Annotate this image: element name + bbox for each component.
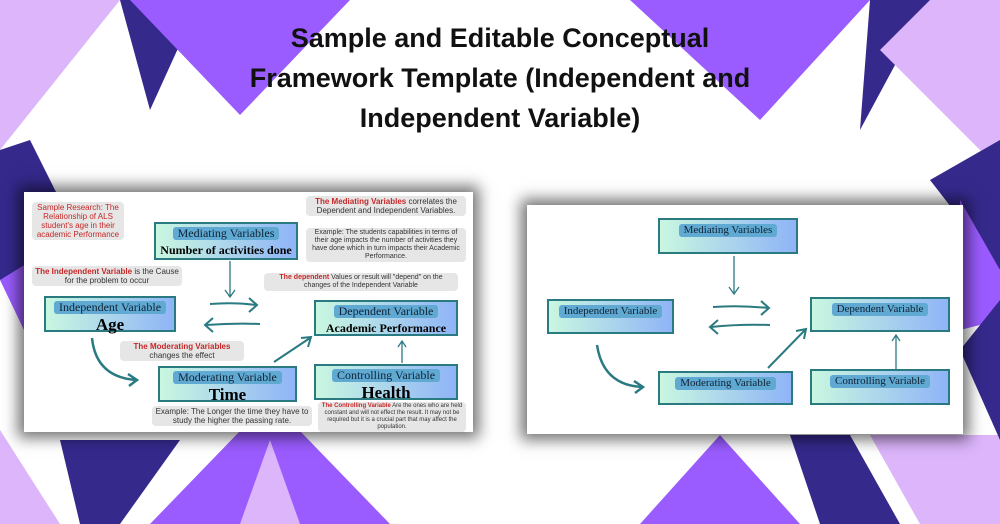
arrow-left [203, 317, 261, 333]
arrow-controlling-up [397, 339, 407, 363]
note-highlight: The dependent [279, 274, 330, 281]
page-title: Sample and Editable Conceptual Framework… [249, 23, 751, 133]
independent-label: Independent Variable [53, 301, 167, 314]
template-controlling-label: Controlling Variable [830, 375, 930, 388]
arrow-mediating-down [224, 261, 236, 299]
arrow-controlling-up [891, 333, 901, 369]
moderating-value: Time [208, 385, 247, 404]
controlling-note: The Controlling Variable Are the ones wh… [318, 402, 466, 432]
arrow-right [209, 297, 259, 313]
arrow-moderating-to-dependent [273, 335, 313, 363]
mediating-example-note: Example: The students capabilities in te… [306, 228, 466, 262]
independent-value: Age [95, 315, 125, 334]
moderating-box: Moderating Variable Time [158, 366, 297, 404]
note-text: correlates the Dependent and Independent… [316, 197, 457, 215]
dependent-label: Dependent Variable [333, 305, 439, 318]
template-moderating-box[interactable]: Moderating Variable [658, 371, 793, 405]
independent-box: Independent Variable Age [44, 296, 176, 334]
template-dependent-label: Dependent Variable [831, 303, 929, 316]
template-framework-panel: Mediating Variables Independent Variable… [527, 205, 963, 434]
mediating-value: Number of activities done [160, 243, 292, 257]
mediating-note: The Mediating Variables correlates the D… [306, 196, 466, 216]
dependent-note: The dependent Values or result will "dep… [264, 273, 458, 291]
note-highlight: The Moderating Variables [133, 342, 231, 351]
arrow-mediating-down [728, 256, 740, 296]
template-mediating-label: Mediating Variables [678, 224, 778, 237]
note-text: changes the effect [149, 351, 215, 360]
template-arrows [595, 256, 901, 394]
dependent-box: Dependent Variable Academic Performance [314, 300, 458, 336]
sample-research-note: Sample Research: The Relationship of ALS… [32, 202, 124, 240]
controlling-label: Controlling Variable [331, 369, 441, 382]
independent-note: The Independent Variable is the Cause fo… [32, 266, 182, 286]
template-mediating-box[interactable]: Mediating Variables [658, 218, 798, 254]
template-moderating-label: Moderating Variable [675, 377, 776, 390]
moderating-note: The Moderating Variables changes the eff… [120, 341, 244, 361]
example-framework-panel: Sample Research: The Relationship of ALS… [24, 192, 473, 432]
arrow-independent-to-moderating [90, 337, 140, 387]
dependent-value: Academic Performance [325, 321, 447, 335]
mediating-box: Mediating Variables Number of activities… [154, 222, 298, 260]
template-independent-box[interactable]: Independent Variable [547, 299, 674, 334]
note-highlight: The Independent Variable [35, 267, 133, 276]
arrow-moderating-to-dependent [767, 327, 808, 369]
note-text: is the Cause for the problem to occur [64, 267, 179, 285]
mediating-label: Mediating Variables [172, 227, 280, 240]
note-text: Values or result will "depend" on the ch… [304, 274, 443, 289]
moderating-example-note: Example: The Longer the time they have t… [152, 406, 312, 426]
arrow-right [712, 300, 771, 316]
arrow-independent-to-moderating [595, 344, 646, 394]
template-controlling-box[interactable]: Controlling Variable [810, 369, 950, 405]
template-independent-label: Independent Variable [558, 305, 663, 318]
controlling-value: Health [361, 383, 411, 402]
controlling-box: Controlling Variable Health [314, 364, 458, 402]
note-highlight: The Controlling Variable [321, 403, 391, 409]
example-arrows [90, 261, 407, 387]
moderating-label: Moderating Variable [173, 371, 282, 384]
note-highlight: The Mediating Variables [315, 197, 407, 206]
note-text: Are the ones who are held constant and w… [324, 403, 463, 430]
template-dependent-box[interactable]: Dependent Variable [810, 297, 950, 332]
arrow-left [708, 319, 771, 335]
